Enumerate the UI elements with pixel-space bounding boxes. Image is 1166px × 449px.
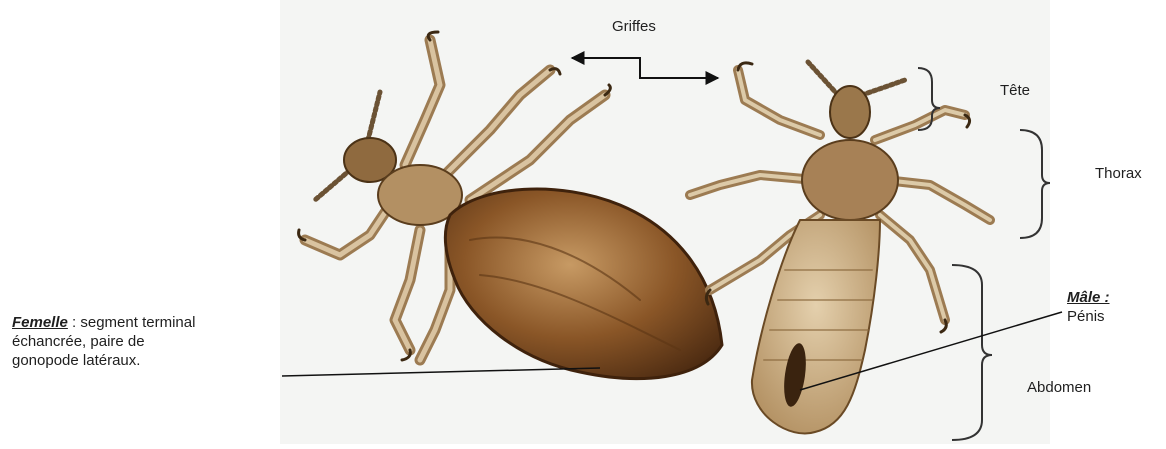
- male-title: Mâle :: [1067, 288, 1110, 307]
- female-description: Femelle : segment terminal échancrée, pa…: [12, 313, 282, 370]
- male-thorax: [802, 140, 898, 220]
- male-desc: Pénis: [1067, 307, 1110, 326]
- female-title: Femelle: [12, 314, 68, 331]
- female-desc-line-3: gonopode latéraux.: [12, 352, 140, 369]
- label-tete: Tête: [1000, 81, 1030, 100]
- label-abdomen: Abdomen: [1027, 378, 1091, 397]
- female-desc-line-1: : segment terminal: [68, 314, 196, 331]
- male-head: [830, 86, 870, 138]
- label-griffes: Griffes: [612, 17, 656, 36]
- male-description: Mâle : Pénis: [1067, 288, 1110, 326]
- female-desc-line-2: échancrée, paire de: [12, 333, 145, 350]
- label-thorax: Thorax: [1095, 164, 1142, 183]
